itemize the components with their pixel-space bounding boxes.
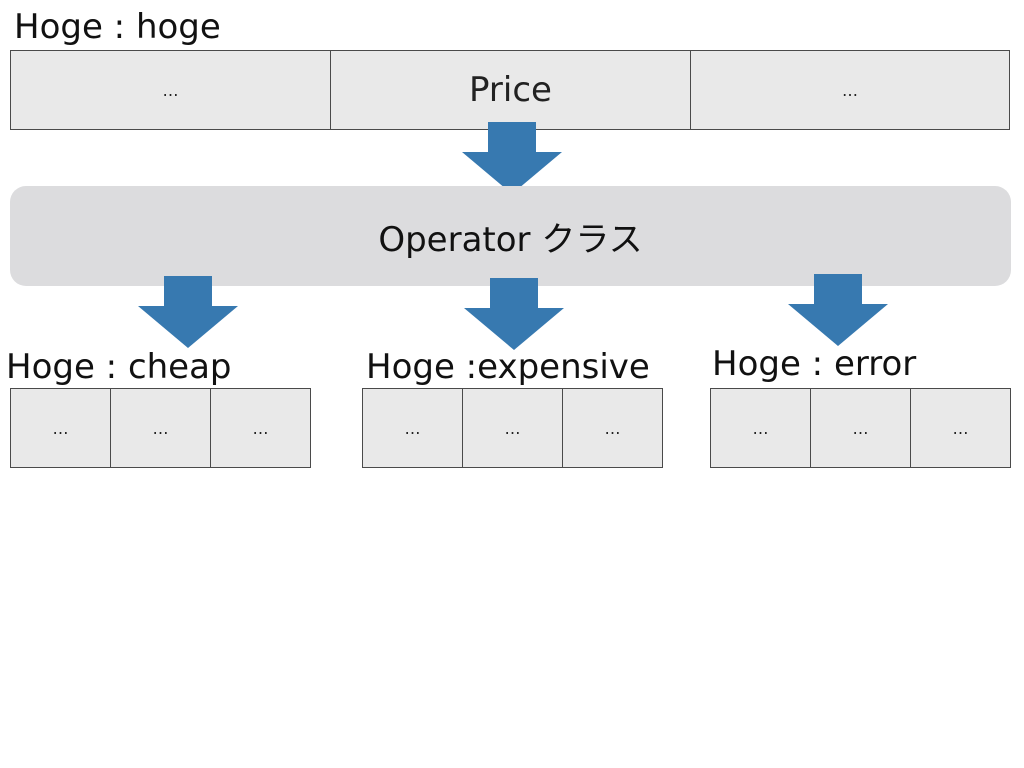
output-cell: … (463, 389, 563, 467)
output-row-cheap: … … … (10, 388, 311, 468)
source-row: … Price … (10, 50, 1010, 130)
output-label-expensive: Hoge :expensive (366, 347, 650, 387)
output-label-cheap: Hoge : cheap (6, 347, 232, 387)
output-cell: … (604, 418, 621, 438)
output-row-expensive: … … … (362, 388, 663, 468)
source-cell-1: … (11, 51, 331, 129)
source-cell-3: … (842, 80, 858, 100)
output-cell: … (252, 418, 269, 438)
output-cell: … (711, 389, 811, 467)
output-cell: … (952, 418, 969, 438)
down-arrow-icon (788, 274, 888, 346)
output-label-error: Hoge : error (712, 344, 917, 384)
operator-class-label: Operator クラス (378, 219, 643, 260)
down-arrow-icon (462, 122, 562, 194)
output-cell: … (363, 389, 463, 467)
source-cell-price: Price (331, 51, 691, 129)
output-cell: … (11, 389, 111, 467)
output-cell: … (111, 389, 211, 467)
operator-class-box: Operator クラス (10, 186, 1011, 286)
down-arrow-icon (464, 278, 564, 350)
down-arrow-icon (138, 276, 238, 348)
output-row-error: … … … (710, 388, 1011, 468)
source-label: Hoge : hoge (14, 7, 221, 47)
output-cell: … (811, 389, 911, 467)
